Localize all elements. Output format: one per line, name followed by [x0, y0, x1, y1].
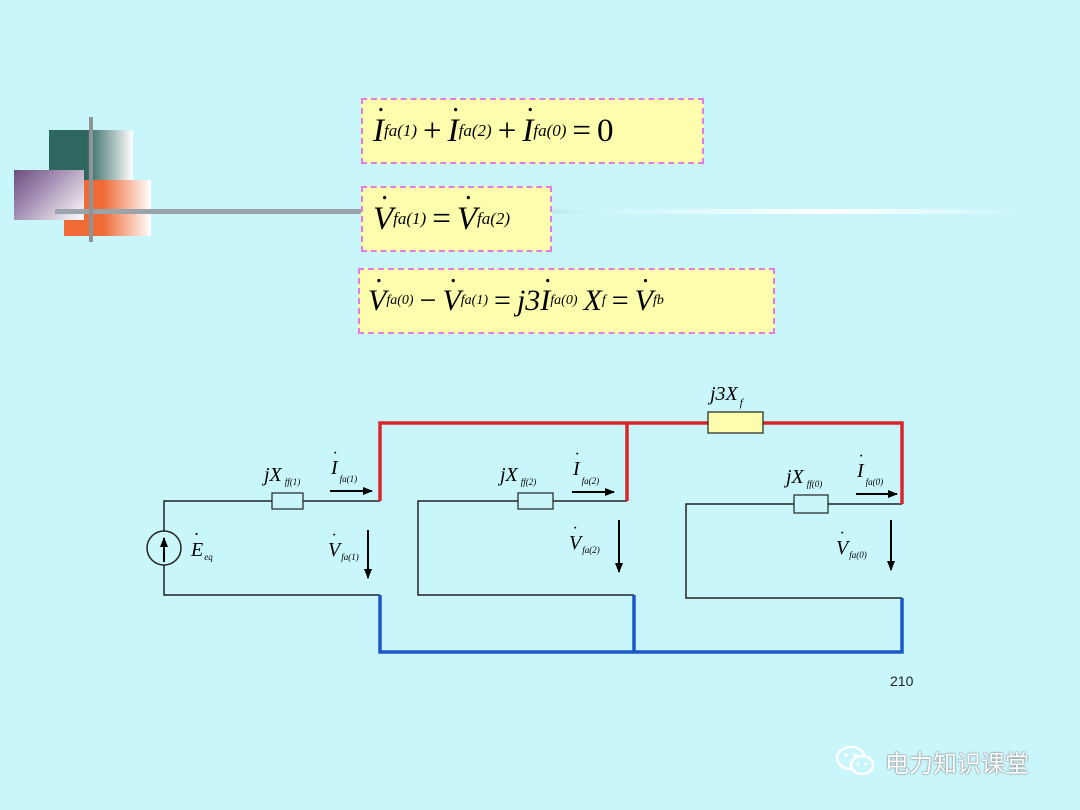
eq2-term2: V	[457, 175, 477, 238]
decor-vertical-rule	[89, 117, 93, 242]
eq3-sub1: fa(0)	[386, 293, 414, 308]
eq3-term3: I	[540, 258, 551, 318]
branch3-impedance-resistor	[793, 494, 829, 514]
eq1-op2: +	[497, 112, 517, 149]
eq1-term3: I	[522, 87, 533, 150]
eq1-term2: I	[448, 87, 459, 150]
branch2-wire-left	[417, 500, 634, 596]
branch2-impedance-resistor	[517, 492, 554, 510]
equation-current-sum: Ifa(1) + Ifa(2) + Ifa(0) = 0	[361, 87, 704, 164]
eq1-term1: I	[373, 87, 384, 150]
equation-voltage-equal: Vfa(1) = Vfa(2)	[361, 175, 552, 252]
eq3-sub3: fa(0)	[550, 293, 578, 308]
top-bus-right	[763, 421, 904, 504]
branch1-current-dot: ·	[333, 445, 337, 462]
eq3-term2: V	[442, 258, 460, 318]
watermark: 电力知识课堂	[835, 743, 1029, 779]
eq2-sub2: fa(2)	[477, 209, 511, 228]
branch3-current-dot: ·	[859, 448, 863, 465]
wechat-icon	[835, 745, 875, 776]
eq1-sub1: fa(1)	[384, 121, 418, 140]
eq1-op3: =	[572, 112, 592, 149]
branch1-voltage-dot: ·	[332, 527, 336, 544]
eq1-rhs: 0	[597, 112, 614, 149]
top-bus	[378, 421, 904, 504]
page-number: 210	[890, 673, 914, 689]
branch2-voltage-dot: ·	[573, 520, 577, 537]
eq2-op1: =	[432, 200, 451, 237]
bottom-bus	[378, 595, 904, 654]
fault-impedance-resistor	[707, 411, 764, 434]
branch2-current-label: Ifa(2)	[572, 458, 599, 486]
eq3-op3: =	[611, 284, 629, 317]
eq3-term1: V	[368, 258, 386, 318]
eq2-term1: V	[373, 175, 393, 238]
eq3-sub2: fa(1)	[460, 293, 489, 308]
eq3-op2: =	[494, 284, 511, 317]
branch1-voltage-label: Vfa(1)	[328, 539, 359, 562]
watermark-text: 电力知识课堂	[885, 749, 1029, 778]
branch1-impedance-resistor	[271, 492, 304, 510]
eq3-term5: V	[635, 258, 653, 318]
circuit-wires	[163, 500, 902, 599]
eq3-sub4: f	[601, 293, 606, 308]
source-label: Eeq	[190, 539, 213, 562]
equation-voltage-difference: Vfa(0) − Vfa(1) = j3Ifa(0) Xf = Vfb	[358, 258, 775, 334]
voltage-source-icon	[146, 530, 182, 566]
branch3-voltage-label: Vfa(0)	[836, 537, 867, 560]
bottom-bus-main	[378, 595, 904, 654]
eq3-coef: j3	[516, 284, 541, 317]
eq3-term4: X	[583, 284, 602, 317]
eq3-op1: −	[419, 284, 437, 317]
branch2-current-dot: ·	[575, 446, 579, 463]
branch3-wire-left	[685, 503, 902, 599]
eq1-sub3: fa(0)	[533, 121, 567, 140]
eq2-sub1: fa(1)	[393, 209, 427, 228]
branch3-voltage-dot: ·	[840, 525, 844, 542]
eq1-op1: +	[423, 112, 442, 149]
source-dot: ·	[194, 524, 199, 544]
top-bus-main	[378, 421, 708, 501]
branch2-voltage-label: Vfa(2)	[569, 532, 600, 555]
eq3-sub5: fb	[652, 293, 664, 308]
eq1-sub2: fa(2)	[458, 121, 492, 140]
